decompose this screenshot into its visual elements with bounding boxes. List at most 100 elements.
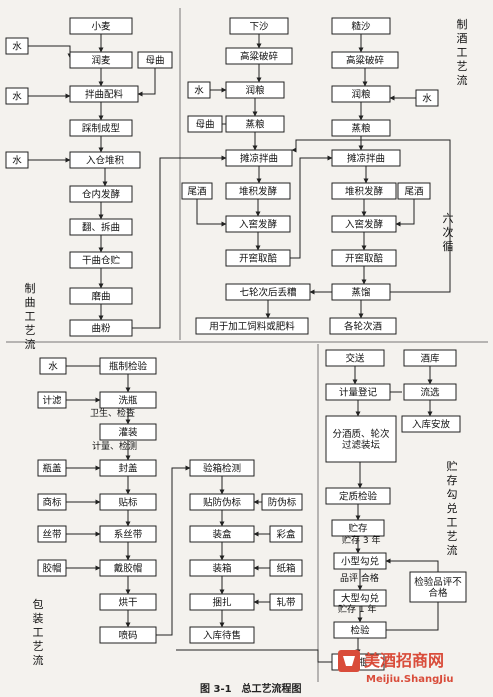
node-box [99,459,157,477]
node-bz-caihe: 彩盒 [269,525,303,543]
node-label: 入库安放 [412,419,451,431]
node-label: 瓶盖 [42,463,62,475]
node-bz-zhipin: 瓶制检验 [99,357,157,375]
node-cun-pinjian: 检验品评不合格 [409,571,467,603]
node-box [189,459,255,477]
node-bz-honggan: 烘干 [99,593,157,611]
node-label: 流选 [420,387,440,399]
node-bz-zhuangxiang: 装箱 [189,559,255,577]
node-label: 水 [422,93,432,105]
node-box [187,81,211,99]
node-label: 喷码 [118,631,137,642]
node-box [5,37,29,55]
node-box [397,182,431,200]
node-qu-yazhi: 踩制成型 [69,119,133,137]
node-box [331,149,401,167]
node-box [69,51,133,69]
node-label: 拌曲配料 [85,89,124,101]
node-box [269,593,303,611]
node-box [225,47,293,65]
node-box [69,151,141,169]
node-box [69,218,133,236]
node-label: 封盖 [118,463,138,475]
node-bz-fenggai: 封盖 [99,459,157,477]
section-label-storage: 贮存勾兑工艺流 [447,460,458,557]
node-box [69,287,133,305]
node-label: 贴标 [118,497,138,509]
node-bz-shangbiao: 商标 [37,493,67,511]
node-box [99,493,157,511]
node-qu-runmai: 润麦 [69,51,133,69]
node-label: 润粮 [351,89,371,101]
node-qu-xiaomai: 小麦 [69,17,133,35]
node-jiu-gelun: 各轮次酒 [329,317,397,335]
node-box [331,519,385,537]
node-label: 干曲仓贮 [82,255,121,267]
section-label-koji: 制曲工艺流 [25,282,36,351]
node-label: 装盒 [212,529,232,541]
node-label: 贮存 [348,523,368,535]
node-box [225,283,311,301]
node-jiu-rujiao2: 入窖发酵 [331,215,397,233]
node-cun-jiaosong: 交送 [325,349,385,367]
node-box [99,626,157,644]
node-cun-zhucun: 贮存 [331,519,385,537]
connector-23 [290,155,333,259]
node-label: 入仓堆积 [86,155,125,167]
connector-38 [132,155,227,329]
node-cun-ruku: 入库安放 [401,415,461,433]
node-jiu-runliang2: 润粮 [331,85,391,103]
node-bz-yanpin: 验箱检测 [189,459,255,477]
node-box [331,182,397,200]
node-box [37,559,67,577]
node-box [333,621,387,639]
node-box [137,51,173,69]
node-bz-zhixiang: 纸箱 [269,559,303,577]
node-label: 摊凉拌曲 [240,153,278,165]
node-jiu-water2: 水 [415,89,439,107]
connector-20 [196,199,227,227]
node-box [415,89,439,107]
node-label: 小麦 [91,21,111,33]
section-separators [6,8,488,682]
node-label: 烘干 [118,597,137,609]
node-label: 糙沙 [351,21,371,33]
node-label: 润粮 [245,85,265,97]
node-label: 捆扎 [212,597,232,609]
node-jiu-runliang1: 润粮 [225,81,285,99]
node-box [5,151,29,169]
node-qu-qufen: 曲粉 [69,319,133,337]
node-box [181,182,213,200]
node-label: 交送 [345,353,365,365]
annotations: 卫生、检查 计量、检测 贮存 3 年 品评 合格 贮存 1 年 [90,407,380,615]
node-bz-daijiaomao: 戴胶帽 [99,559,157,577]
node-qu-water1: 水 [5,37,29,55]
node-jiu-gaoliang2: 高粱破碎 [331,51,399,69]
node-qu-water3: 水 [5,151,29,169]
node-box [229,17,289,35]
node-label: 计量登记 [339,387,378,399]
node-box [331,215,397,233]
node-label: 水 [48,361,58,373]
node-label: 纸箱 [276,563,295,575]
connector-30 [395,199,415,227]
node-jiu-weijiu1: 尾酒 [181,182,213,200]
node-qu-cangnei: 仓内发酵 [69,185,133,203]
node-label: 尾酒 [404,187,424,198]
node-label: 瓶制检验 [109,361,148,373]
node-qu-banqu: 拌曲配料 [69,85,139,103]
note-storage-3-years: 贮存 3 年 [342,534,380,546]
node-box [189,525,255,543]
node-jiu-zaosha: 糙沙 [331,17,391,35]
node-label: 洗瓶 [118,395,138,407]
node-label: 胶帽 [42,563,61,575]
node-cun-xiaoxing: 小型勾兑 [333,552,387,570]
node-box [269,559,303,577]
node-label: 母曲 [145,56,164,67]
node-label: 蒸粮 [245,119,265,131]
node-box [225,115,285,133]
node-box [331,17,391,35]
node-box [401,415,461,433]
node-jiu-rujiao1: 入窖发酵 [225,215,291,233]
